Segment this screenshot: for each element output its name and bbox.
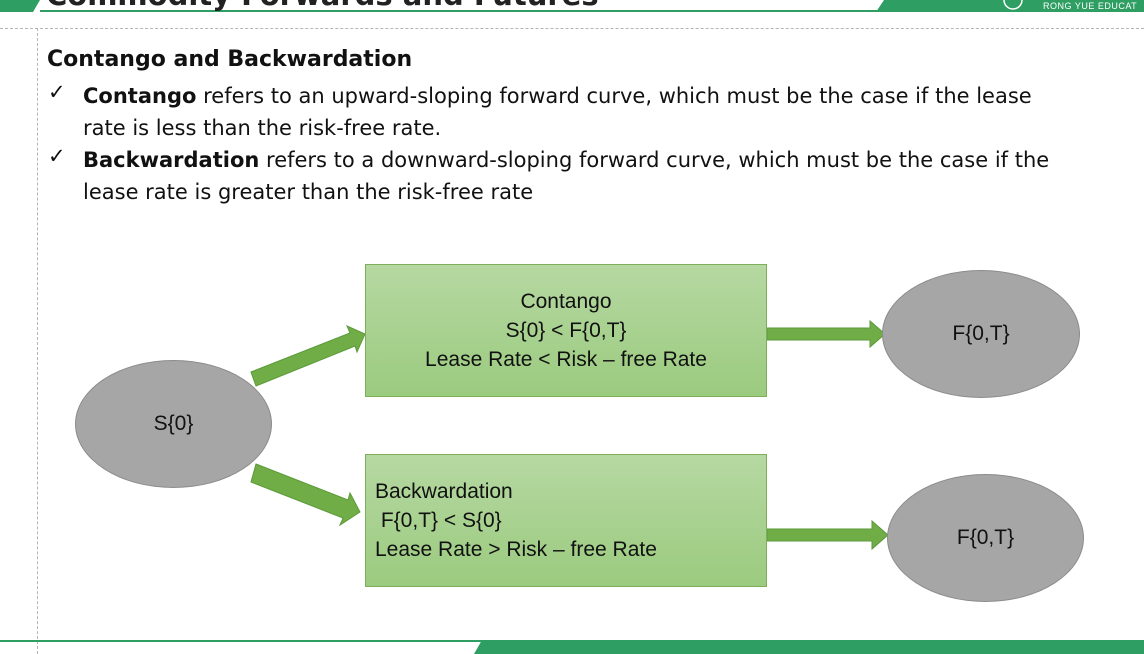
bullet-term: Contango: [83, 84, 197, 108]
footer-bar: [0, 640, 1144, 654]
page-title: Commodity Forwards and Futures: [46, 0, 599, 12]
guide-line-vertical: [37, 28, 38, 654]
spot-price-node: S{0}: [75, 360, 272, 488]
box-condition: F{0,T} < S{0}: [375, 509, 502, 532]
bullet-text-cont: lease rate is greater than the risk-free…: [83, 180, 534, 204]
header-bar: [0, 0, 1144, 12]
box-rate-condition: Lease Rate > Risk – free Rate: [375, 538, 657, 561]
check-icon: ✓: [48, 144, 66, 168]
forward-price-node-top: F{0,T}: [882, 270, 1080, 398]
box-label: Backwardation: [375, 480, 513, 503]
contango-box: Contango S{0} < F{0,T} Lease Rate < Risk…: [365, 264, 767, 397]
bullet-text: refers to a downward-sloping forward cur…: [259, 148, 1050, 172]
check-icon: ✓: [48, 80, 66, 104]
bullet-contango: Contango refers to an upward-sloping for…: [83, 80, 1083, 144]
bullet-text-cont: rate is less than the risk-free rate.: [83, 116, 442, 140]
brand-logo-text: RONG YUE EDUCAT: [1043, 1, 1138, 11]
arrow-to-backwardation: [250, 463, 361, 527]
bullet-text: refers to an upward-sloping forward curv…: [196, 84, 1032, 108]
box-label: Contango: [520, 290, 612, 313]
guide-line-horizontal: [0, 28, 1144, 29]
bullet-backwardation: Backwardation refers to a downward-slopi…: [83, 144, 1083, 208]
box-rate-condition: Lease Rate < Risk – free Rate: [425, 348, 707, 371]
box-condition: S{0} < F{0,T}: [505, 319, 627, 342]
backwardation-box: Backwardation F{0,T} < S{0} Lease Rate >…: [365, 454, 767, 587]
arrow-to-forward-top: [766, 319, 886, 349]
bullet-term: Backwardation: [83, 148, 260, 172]
arrow-to-forward-bottom: [766, 519, 889, 551]
section-title: Contango and Backwardation: [47, 47, 413, 72]
forward-price-node-bottom: F{0,T}: [887, 474, 1084, 602]
arrow-to-contango: [250, 325, 366, 387]
